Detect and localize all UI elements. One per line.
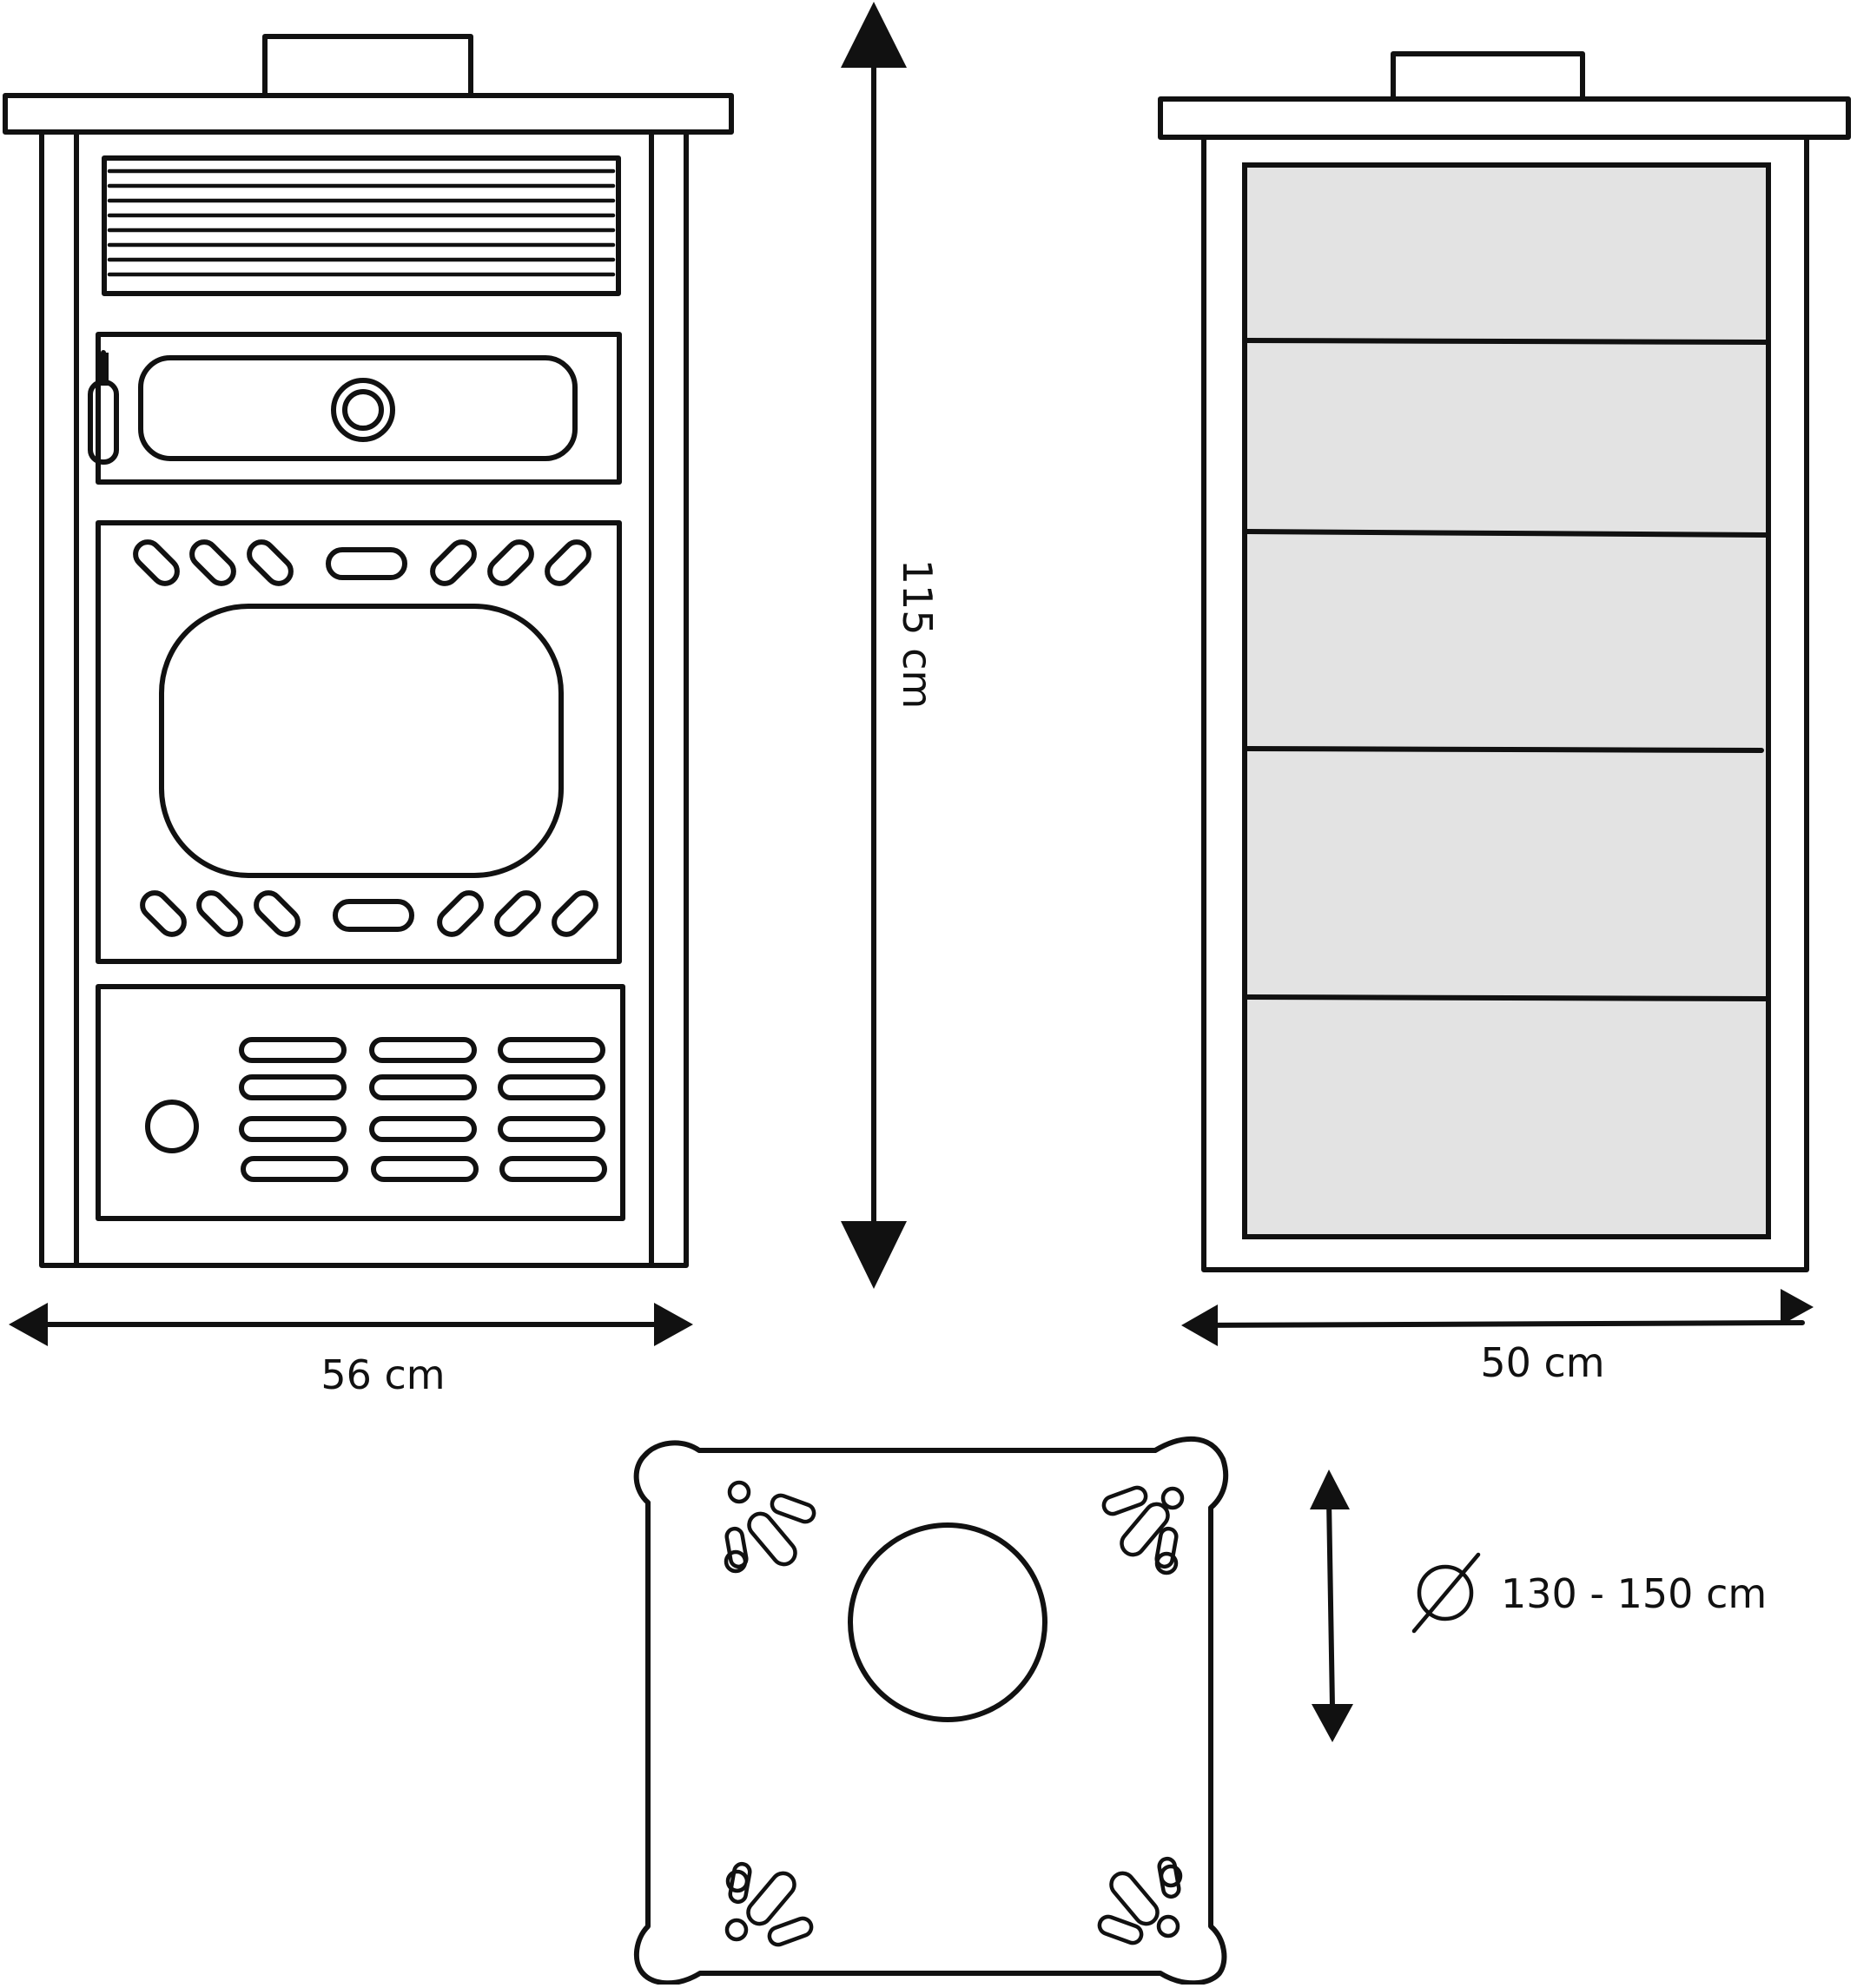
front-body [39, 129, 689, 1268]
side-view: 50 cm [1158, 51, 1851, 1386]
front-top-cap [3, 93, 734, 135]
top-view: 130 - 150 cm [633, 1436, 1767, 1986]
height-dimension: 115 cm [841, 2, 941, 1289]
side-depth-label: 50 cm [1480, 1339, 1604, 1386]
flue-outlet-circle [848, 1522, 1047, 1722]
side-flue-collar [1391, 51, 1585, 102]
front-control-panel [88, 332, 622, 485]
side-depth-dimension [1181, 1289, 1814, 1346]
front-ash-drawer [96, 984, 625, 1221]
front-flue-collar [262, 34, 473, 98]
side-top-cap [1158, 96, 1851, 140]
side-body [1201, 135, 1809, 1272]
front-width-label: 56 cm [321, 1351, 445, 1398]
corner-slots-bottom-right [1097, 1856, 1183, 1945]
thermostat-knob-icon [331, 378, 395, 442]
corner-slots-top-right [1101, 1485, 1185, 1575]
fire-door-glass [159, 604, 564, 878]
flue-diameter-label: 130 - 150 cm [1501, 1570, 1767, 1617]
top-plate [633, 1436, 1229, 1986]
height-label: 115 cm [894, 559, 941, 710]
side-panel [1242, 162, 1771, 1239]
corner-slots-bottom-left [724, 1861, 814, 1947]
side-handle-icon [88, 380, 119, 465]
front-fire-door [96, 520, 622, 964]
front-width-dimension [9, 1303, 693, 1346]
top-depth-dimension [1310, 1470, 1353, 1742]
front-grille [102, 155, 621, 296]
front-view: 56 cm [3, 34, 734, 1398]
diameter-icon [1411, 1552, 1481, 1634]
ash-drawer-knob-icon [145, 1100, 199, 1153]
corner-slots-top-left [724, 1480, 816, 1574]
control-window [138, 355, 578, 461]
